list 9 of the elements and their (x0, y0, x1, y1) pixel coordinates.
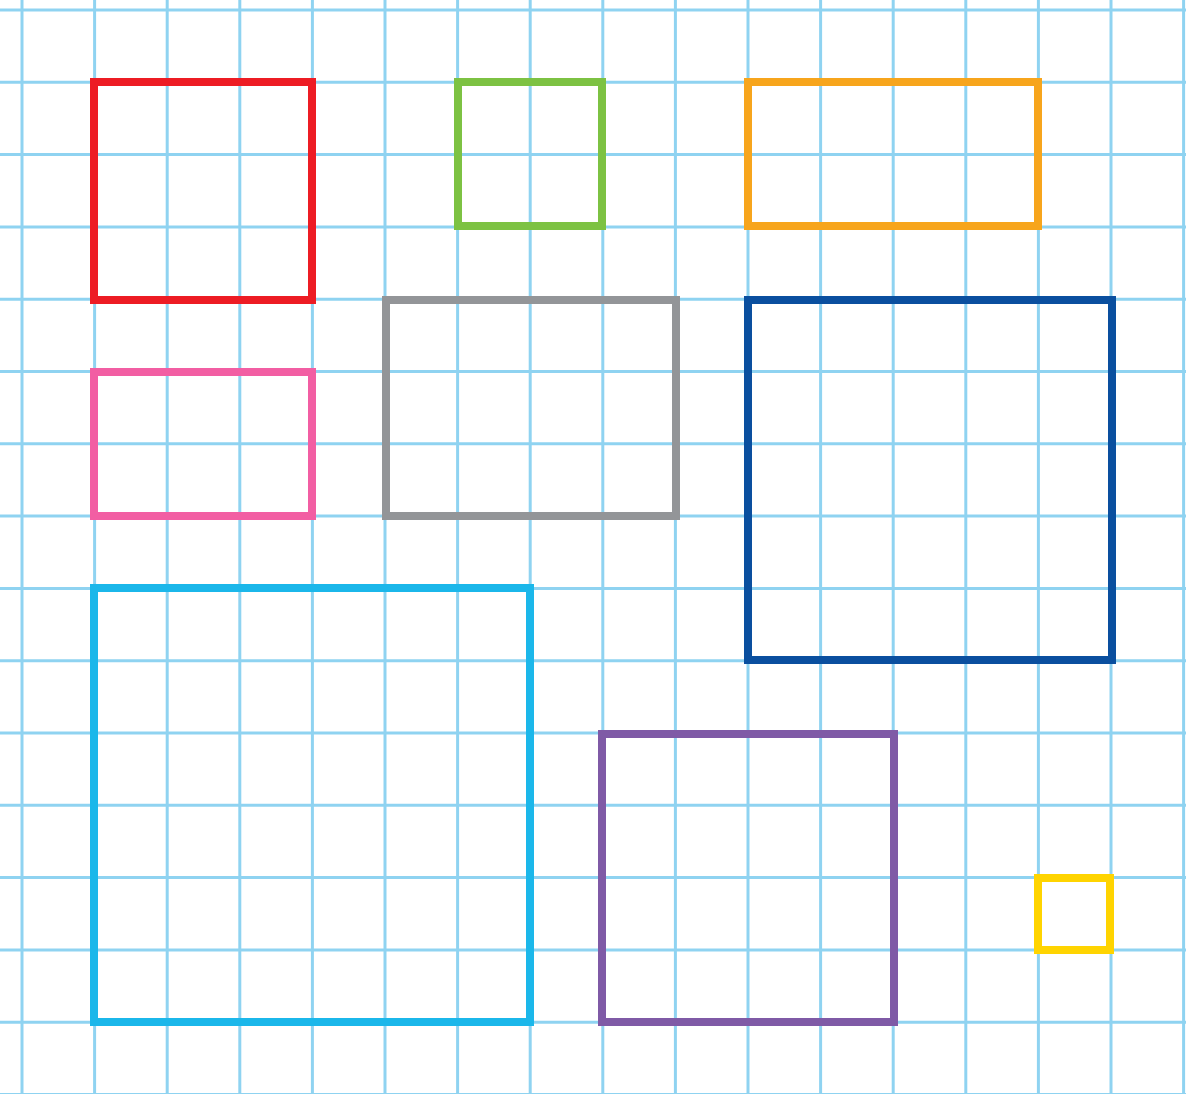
square-outline (598, 729, 898, 1027)
square-outline (381, 295, 680, 521)
square-outline (90, 367, 317, 521)
square-outline (744, 295, 1115, 665)
square-outline (744, 78, 1043, 231)
square-outline (1034, 873, 1115, 954)
square-outline (90, 78, 317, 304)
square-outline (90, 584, 535, 1027)
square-outline (453, 78, 607, 231)
